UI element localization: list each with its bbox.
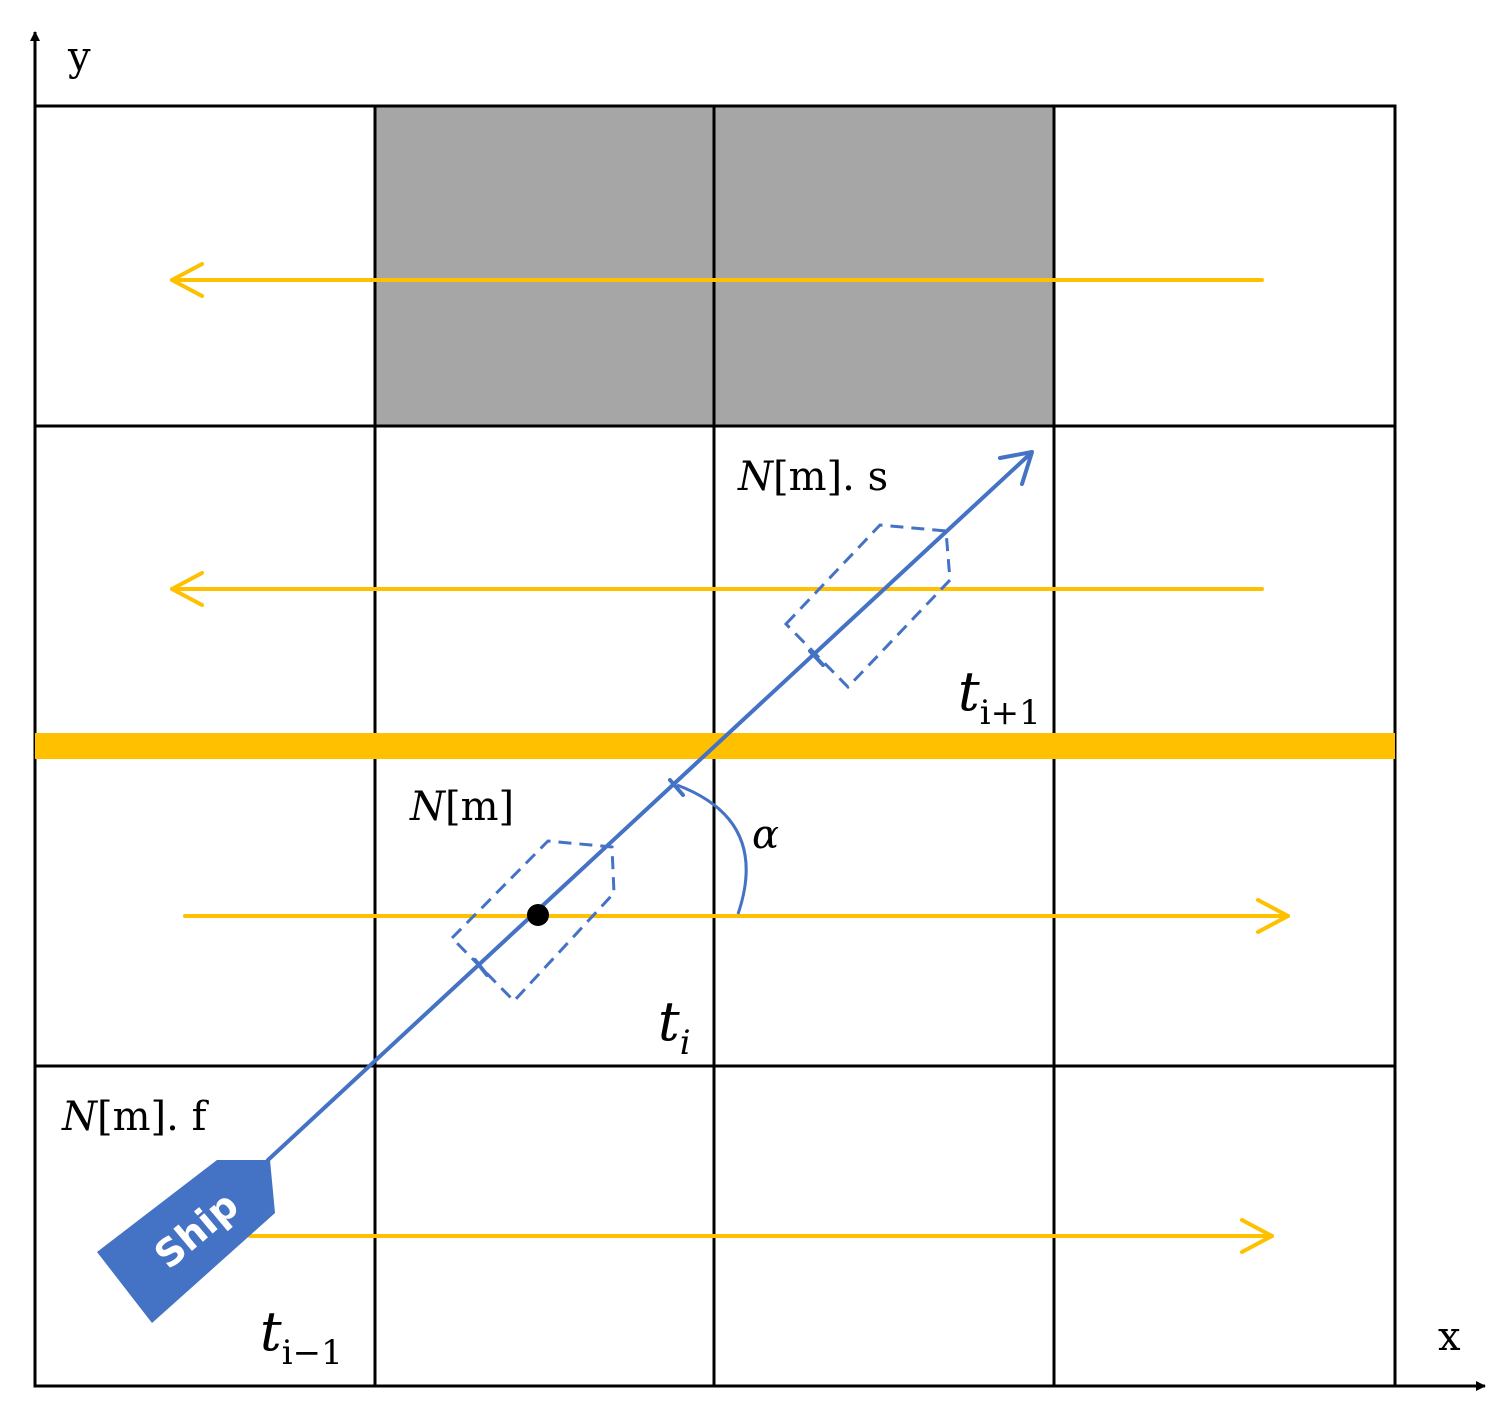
label-t-prev: ti−1 [260,1300,343,1373]
label-node-f: N[m]. f [61,1094,210,1140]
x-axis-label: x [1438,1314,1461,1360]
current-arrow-left [170,571,1264,607]
ship-shape: Ship [97,1160,275,1323]
label-node-s: N[m]. s [737,454,888,500]
obstacle-cell [375,106,714,426]
ship-outline-next [783,523,952,690]
angle-arc [676,783,748,915]
label-node: N[m] [409,784,514,830]
current-arrows [170,262,1290,1254]
axes: y x [30,31,1486,1391]
node-point [527,904,549,926]
current-arrow-right [248,1218,1274,1254]
label-t-current: ti [658,990,691,1063]
label-t-next: ti+1 [958,660,1041,733]
label-alpha: α [752,812,779,858]
ship-outline-current [449,839,616,1004]
obstacle-cell [714,106,1054,426]
current-arrow-left [170,262,1264,298]
current-arrow-right [183,898,1290,934]
y-axis-label: y [67,34,91,80]
grid [33,104,1397,1388]
ship-route [266,450,1034,1162]
